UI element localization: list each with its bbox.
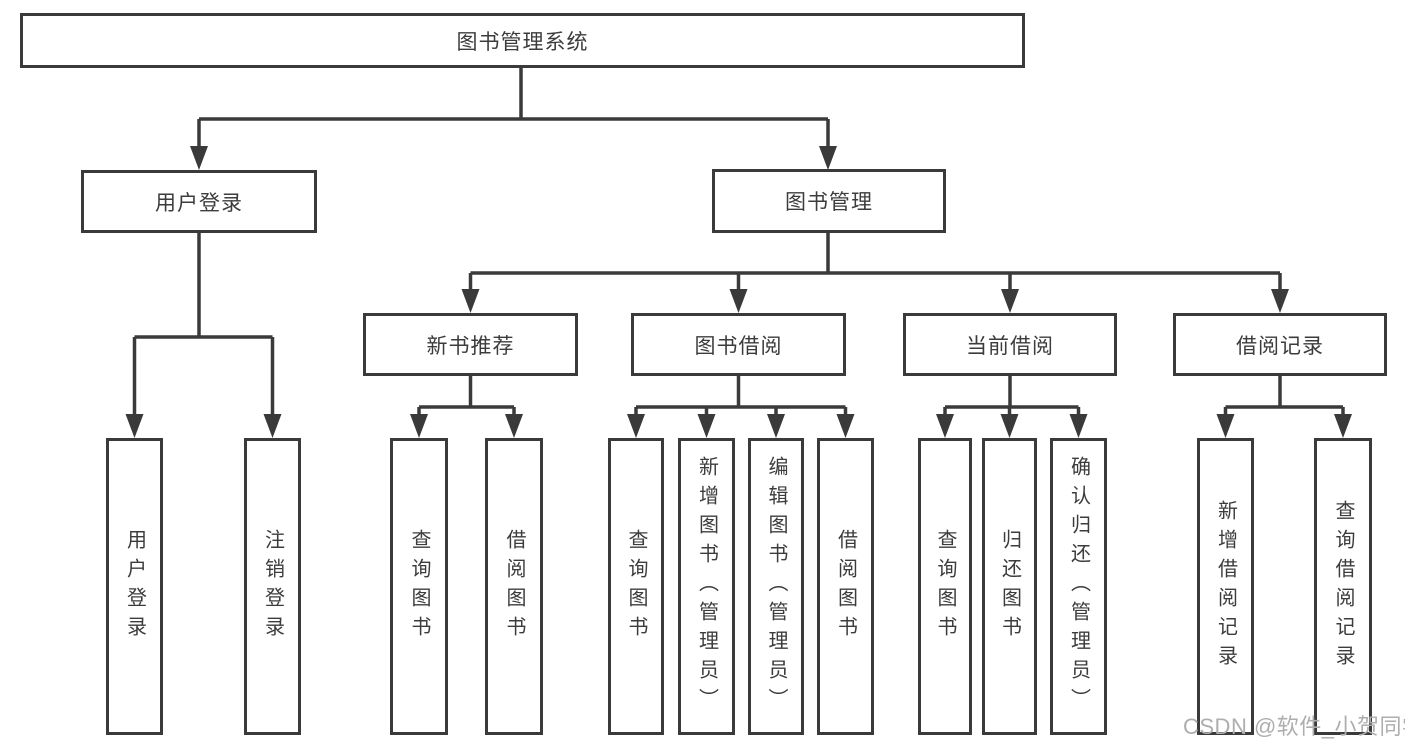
node-current-borrowing: 当前借阅 (903, 313, 1117, 376)
node-borrowing-records: 借阅记录 (1173, 313, 1387, 376)
leaf-add-borrowing-record: 新增借阅记录 (1197, 438, 1254, 735)
leaf-query-books-recommend: 查询图书 (390, 438, 448, 735)
leaf-user-login: 用户登录 (106, 438, 163, 735)
node-user-login-branch: 用户登录 (81, 170, 317, 233)
node-book-management-branch: 图书管理 (712, 169, 946, 233)
leaf-query-borrowing-record: 查询借阅记录 (1314, 438, 1372, 735)
leaf-edit-book-admin: 编辑图书（管理员） (748, 438, 804, 735)
leaf-borrow-books-recommend: 借阅图书 (485, 438, 543, 735)
leaf-logout: 注销登录 (244, 438, 301, 735)
leaf-add-book-admin: 新增图书（管理员） (678, 438, 735, 735)
leaf-confirm-return-admin: 确认归还（管理员） (1050, 438, 1107, 735)
node-book-borrowing: 图书借阅 (631, 313, 846, 376)
node-library-management-system: 图书管理系统 (20, 13, 1025, 68)
leaf-return-books: 归还图书 (982, 438, 1037, 735)
leaf-query-books-current: 查询图书 (918, 438, 972, 735)
leaf-query-books-borrowing: 查询图书 (608, 438, 664, 735)
watermark: CSDN @软件_小贺同学 (1183, 714, 1405, 739)
node-new-book-recommendation: 新书推荐 (363, 313, 578, 376)
leaf-borrow-books: 借阅图书 (817, 438, 874, 735)
